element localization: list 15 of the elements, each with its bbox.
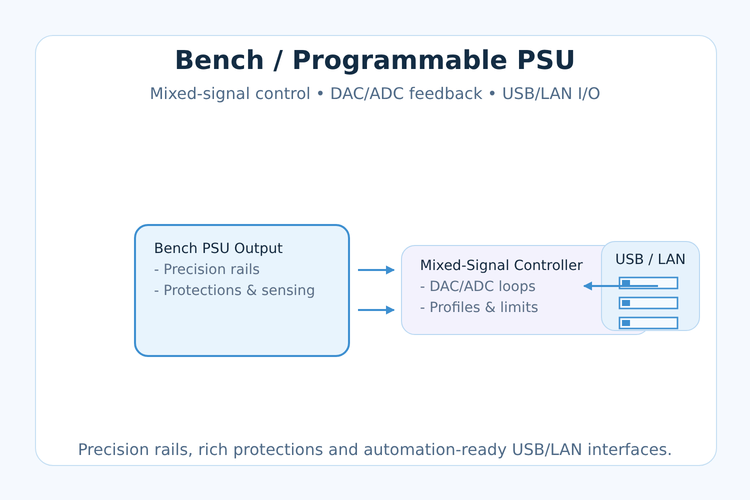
node-heading: Bench PSU Output (154, 241, 283, 257)
arrow (358, 306, 395, 314)
interface-panel (601, 241, 700, 331)
node-heading: Mixed-Signal Controller (420, 258, 583, 274)
bullet-text: - Profiles & limits (420, 300, 538, 316)
bullet-text: - Precision rails (154, 262, 260, 278)
node-heading: USB / LAN (615, 252, 686, 268)
caption: Precision rails, rich protections and automation-ready USB/LAN interfaces. (76, 440, 674, 459)
arrow (358, 266, 395, 274)
subtitle: Mixed-signal control • DAC/ADC feedback • USB/LAN I/O (148, 84, 602, 103)
output-box (134, 224, 350, 357)
bullet-text: - Protections & sensing (154, 283, 316, 299)
title: Bench / Programmable PSU (173, 46, 577, 76)
arrow (583, 282, 658, 290)
bullet-text: - DAC/ADC loops (420, 279, 536, 295)
